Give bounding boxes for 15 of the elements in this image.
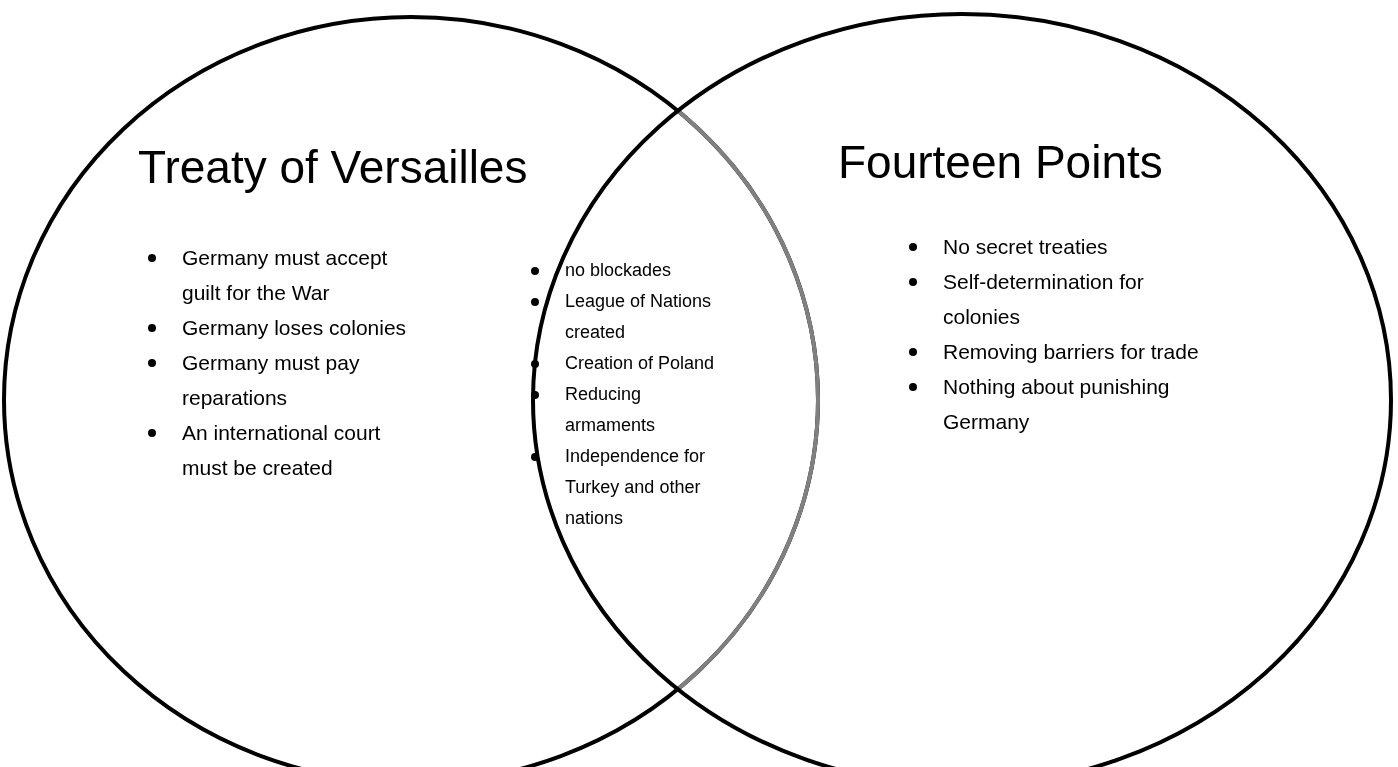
bullet-item: Creation of Poland: [527, 348, 732, 379]
bullet-item: Germany loses colonies: [142, 310, 427, 345]
bullet-item: Germany must accept guilt for the War: [142, 240, 427, 310]
bullet-item: no blockades: [527, 255, 732, 286]
circle-title: Treaty of Versailles: [138, 140, 528, 194]
bullet-item: League of Nations created: [527, 286, 732, 348]
circle-title: Fourteen Points: [838, 135, 1163, 189]
bullet-item: Nothing about punishing Germany: [903, 369, 1223, 439]
bullet-item: Reducing armaments: [527, 379, 732, 441]
bullet-item: Germany must pay reparations: [142, 345, 427, 415]
bullet-item: No secret treaties: [903, 229, 1223, 264]
bullet-item: Self-determination for colonies: [903, 264, 1223, 334]
bullet-item: Independence for Turkey and other nations: [527, 441, 732, 534]
bullet-item: An international court must be created: [142, 415, 427, 485]
bullet-item: Removing barriers for trade: [903, 334, 1223, 369]
